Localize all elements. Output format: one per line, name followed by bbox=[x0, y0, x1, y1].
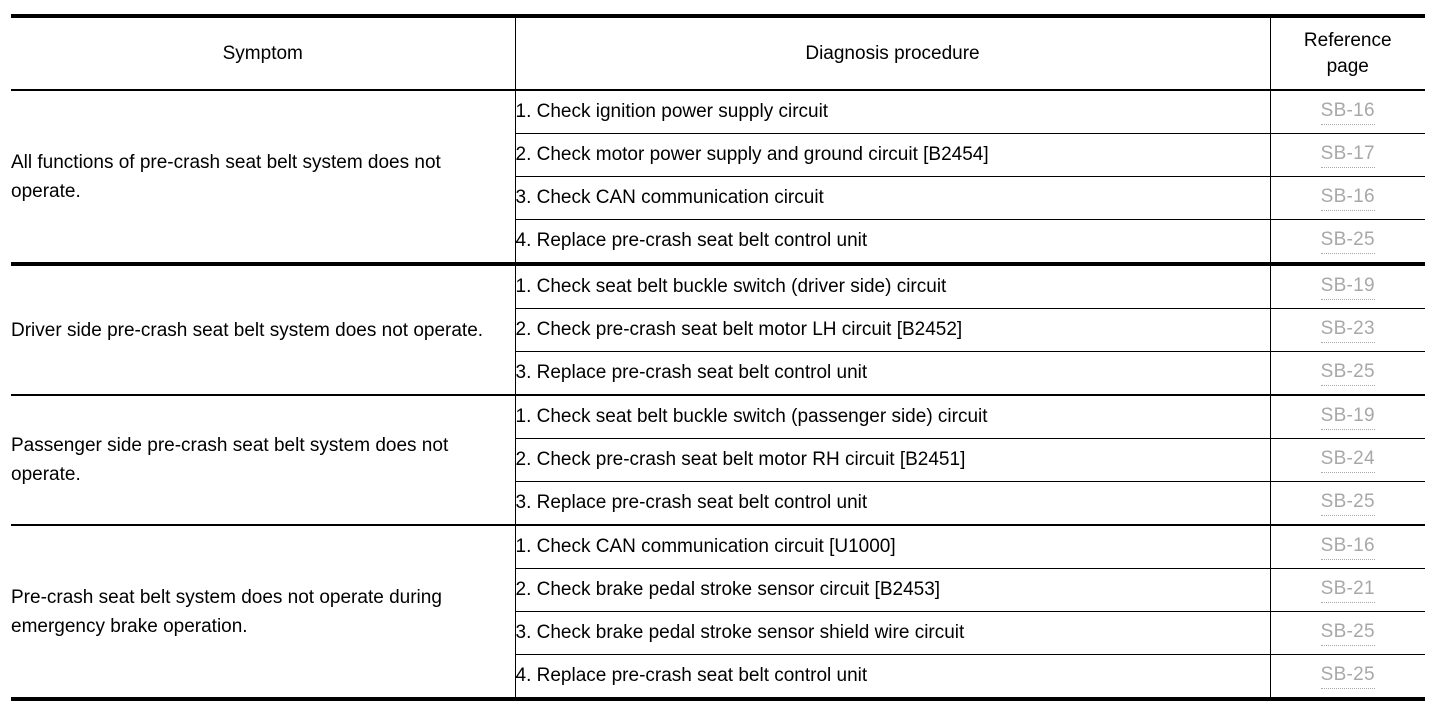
procedure-cell: 1. Check seat belt buckle switch (passen… bbox=[514, 395, 1270, 439]
table-row: 3. Check CAN communication circuit SB-16 bbox=[11, 176, 1425, 220]
symptom-cell: Pre-crash seat belt system does not oper… bbox=[11, 525, 515, 701]
reference-page-link[interactable]: SB-25 bbox=[1320, 360, 1375, 386]
reference-page-cell: SB-23 bbox=[1269, 308, 1425, 352]
table-row: 3. Replace pre-crash seat belt control u… bbox=[11, 481, 1425, 526]
procedure-cell: 3. Check brake pedal stroke sensor shiel… bbox=[514, 611, 1270, 655]
table-row: 2. Check pre-crash seat belt motor LH ci… bbox=[11, 308, 1425, 352]
reference-page-cell: SB-25 bbox=[1269, 611, 1425, 655]
table-row: 2. Check brake pedal stroke sensor circu… bbox=[11, 568, 1425, 612]
reference-page-cell: SB-16 bbox=[1269, 176, 1425, 220]
procedure-cell: 4. Replace pre-crash seat belt control u… bbox=[514, 654, 1270, 701]
symptom-cell: Driver side pre-crash seat belt system d… bbox=[11, 264, 515, 396]
reference-page-cell: SB-25 bbox=[1269, 481, 1425, 526]
reference-page-link[interactable]: SB-17 bbox=[1320, 142, 1375, 168]
reference-page-link[interactable]: SB-19 bbox=[1320, 404, 1375, 430]
procedure-cell: 2. Check motor power supply and ground c… bbox=[514, 133, 1270, 177]
table-row: Pre-crash seat belt system does not oper… bbox=[11, 525, 1425, 701]
procedure-cell: 2. Check pre-crash seat belt motor LH ci… bbox=[514, 308, 1270, 352]
table-row: 3. Check brake pedal stroke sensor shiel… bbox=[11, 611, 1425, 655]
header-row: Symptom Diagnosis procedure Reference pa… bbox=[11, 14, 1425, 91]
column-header-symptom: Symptom bbox=[11, 14, 515, 91]
procedure-cell: 3. Replace pre-crash seat belt control u… bbox=[514, 351, 1270, 396]
reference-page-cell: SB-16 bbox=[1269, 525, 1425, 569]
reference-page-link[interactable]: SB-16 bbox=[1320, 534, 1375, 560]
procedure-cell: 3. Replace pre-crash seat belt control u… bbox=[514, 481, 1270, 526]
reference-page-cell: SB-19 bbox=[1269, 395, 1425, 439]
procedure-cell: 3. Check CAN communication circuit bbox=[514, 176, 1270, 220]
reference-page-link[interactable]: SB-16 bbox=[1320, 99, 1375, 125]
diagnosis-symptom-table: Symptom Diagnosis procedure Reference pa… bbox=[11, 14, 1425, 701]
reference-page-link[interactable]: SB-25 bbox=[1320, 663, 1375, 689]
reference-page-link[interactable]: SB-21 bbox=[1320, 577, 1375, 603]
table-row: 4. Replace pre-crash seat belt control u… bbox=[11, 219, 1425, 266]
reference-page-cell: SB-25 bbox=[1269, 351, 1425, 396]
table-row: Driver side pre-crash seat belt system d… bbox=[11, 264, 1425, 396]
column-header-diagnosis-procedure: Diagnosis procedure bbox=[514, 14, 1270, 91]
symptom-cell: Passenger side pre-crash seat belt syste… bbox=[11, 395, 515, 526]
table-header: Symptom Diagnosis procedure Reference pa… bbox=[11, 14, 1425, 91]
reference-page-cell: SB-21 bbox=[1269, 568, 1425, 612]
reference-page-link[interactable]: SB-23 bbox=[1320, 317, 1375, 343]
table-row: 3. Replace pre-crash seat belt control u… bbox=[11, 351, 1425, 396]
table-row: 4. Replace pre-crash seat belt control u… bbox=[11, 654, 1425, 701]
reference-page-link[interactable]: SB-25 bbox=[1320, 228, 1375, 254]
procedure-cell: 4. Replace pre-crash seat belt control u… bbox=[514, 219, 1270, 266]
procedure-cell: 1. Check ignition power supply circuit bbox=[514, 90, 1270, 134]
symptom-cell: All functions of pre-crash seat belt sys… bbox=[11, 90, 515, 266]
reference-page-cell: SB-25 bbox=[1269, 219, 1425, 266]
reference-page-cell: SB-24 bbox=[1269, 438, 1425, 482]
table-row: 2. Check pre-crash seat belt motor RH ci… bbox=[11, 438, 1425, 482]
table-row: All functions of pre-crash seat belt sys… bbox=[11, 90, 1425, 266]
procedure-cell: 1. Check CAN communication circuit [U100… bbox=[514, 525, 1270, 569]
reference-header-line1: Reference bbox=[1303, 29, 1392, 51]
reference-page-link[interactable]: SB-25 bbox=[1320, 620, 1375, 646]
procedure-cell: 2. Check brake pedal stroke sensor circu… bbox=[514, 568, 1270, 612]
procedure-cell: 2. Check pre-crash seat belt motor RH ci… bbox=[514, 438, 1270, 482]
reference-page-link[interactable]: SB-25 bbox=[1320, 490, 1375, 516]
column-header-reference-page: Reference page bbox=[1269, 14, 1425, 91]
table-row: 2. Check motor power supply and ground c… bbox=[11, 133, 1425, 177]
reference-page-link[interactable]: SB-16 bbox=[1320, 185, 1375, 211]
table-body: All functions of pre-crash seat belt sys… bbox=[11, 90, 1425, 701]
table-row: Passenger side pre-crash seat belt syste… bbox=[11, 395, 1425, 526]
reference-page-cell: SB-16 bbox=[1269, 90, 1425, 134]
reference-page-link[interactable]: SB-19 bbox=[1320, 274, 1375, 300]
reference-header-line2: page bbox=[1326, 55, 1369, 77]
reference-page-cell: SB-25 bbox=[1269, 654, 1425, 701]
reference-page-cell: SB-19 bbox=[1269, 264, 1425, 309]
reference-page-link[interactable]: SB-24 bbox=[1320, 447, 1375, 473]
procedure-cell: 1. Check seat belt buckle switch (driver… bbox=[514, 264, 1270, 309]
reference-page-cell: SB-17 bbox=[1269, 133, 1425, 177]
